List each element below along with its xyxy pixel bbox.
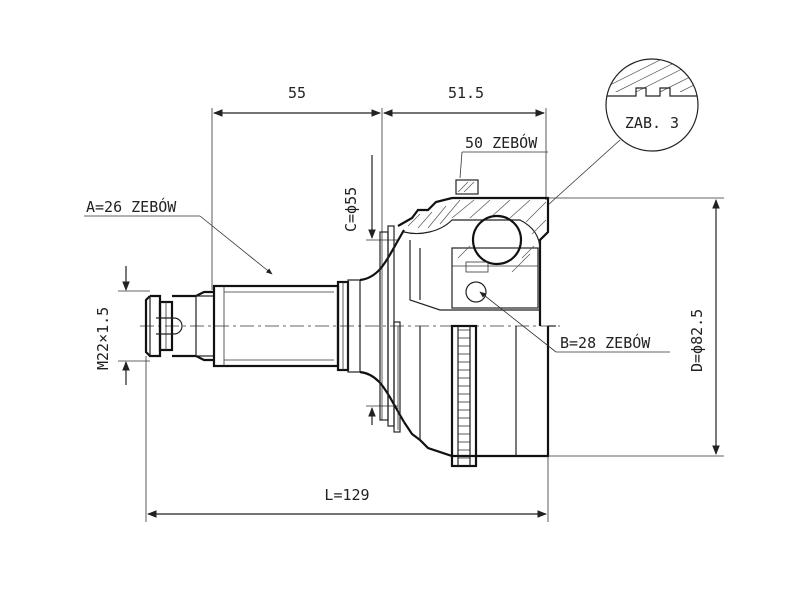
dia-c-label: C=ϕ55 xyxy=(342,187,360,232)
length-l-callout: L=129 xyxy=(145,356,549,522)
spline-50-marker xyxy=(455,179,479,195)
length-l-label: L=129 xyxy=(324,486,369,504)
spline-50-callout: 50 ZEBÓW xyxy=(455,133,548,195)
bell-hatch xyxy=(407,199,547,235)
seal-rings xyxy=(379,225,401,433)
ball-lower xyxy=(465,281,487,303)
spline-b-callout: B=28 ZEBÓW xyxy=(479,291,670,353)
zab3-label: ZAB. 3 xyxy=(625,114,679,132)
thread-label: M22×1.5 xyxy=(94,307,112,370)
dia-c-callout: C=ϕ55 xyxy=(342,155,398,425)
spline-a-label: A=26 ZEBÓW xyxy=(86,197,177,216)
ball-upper xyxy=(471,214,523,266)
dia-d-callout: D=ϕ82.5 xyxy=(548,197,724,457)
thread-callout: M22×1.5 xyxy=(94,266,150,385)
zab3-leader xyxy=(547,139,621,206)
spline-b-label: B=28 ZEBÓW xyxy=(560,333,651,352)
dim-51-5-label: 51.5 xyxy=(448,84,484,102)
top-dimensions: 55 51.5 xyxy=(211,84,547,420)
spline-a-callout: A=26 ZEBÓW xyxy=(84,197,273,275)
zab3-detail: ZAB. 3 xyxy=(547,58,699,206)
dim-55-label: 55 xyxy=(288,84,306,102)
stub-shaft xyxy=(144,229,405,423)
outer-bell xyxy=(397,196,556,468)
zab3-circle xyxy=(605,58,699,152)
spline-50-label: 50 ZEBÓW xyxy=(465,133,538,152)
abs-ring xyxy=(450,324,478,468)
dia-d-label: D=ϕ82.5 xyxy=(688,309,706,372)
